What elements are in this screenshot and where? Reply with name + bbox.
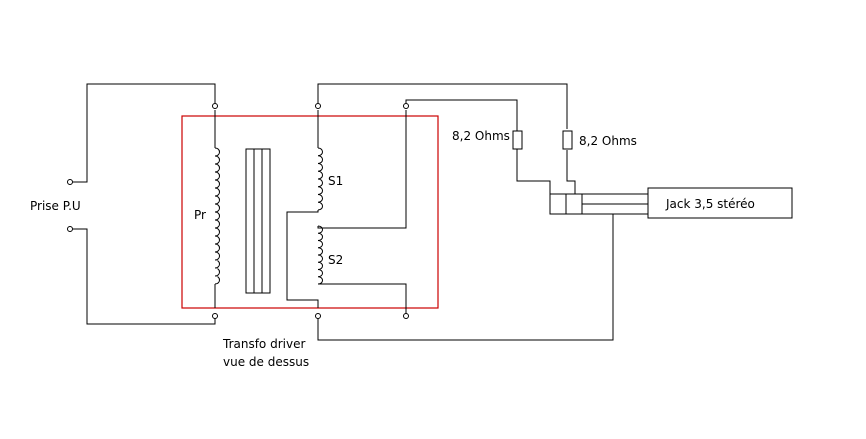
resistor2-label: 8,2 Ohms — [579, 134, 637, 148]
terminals — [67, 103, 409, 319]
secondary-coil-s2 — [317, 110, 407, 314]
resistor-2 — [562, 130, 573, 150]
jack-plug — [549, 187, 793, 219]
transformer-outline — [181, 115, 439, 309]
input-terminal-top — [67, 179, 73, 185]
jack-label: Jack 3,5 stéréo — [665, 197, 755, 211]
caption-line2: vue de dessus — [223, 355, 309, 369]
primary-label: Pr — [194, 208, 206, 222]
input-label: Prise P.U — [30, 199, 81, 213]
secondary2-label: S2 — [328, 253, 343, 267]
primary-coil — [214, 110, 220, 308]
resistor1-label: 8,2 Ohms — [452, 129, 510, 143]
transformer-core — [245, 148, 271, 294]
input-terminal-bottom — [67, 226, 73, 232]
caption-line1: Transfo driver — [222, 337, 305, 351]
input-wires — [73, 83, 216, 325]
secondary1-label: S1 — [328, 174, 343, 188]
secondary-coil-s1 — [286, 110, 323, 308]
resistor-1 — [512, 130, 523, 150]
output-wires — [317, 83, 614, 341]
